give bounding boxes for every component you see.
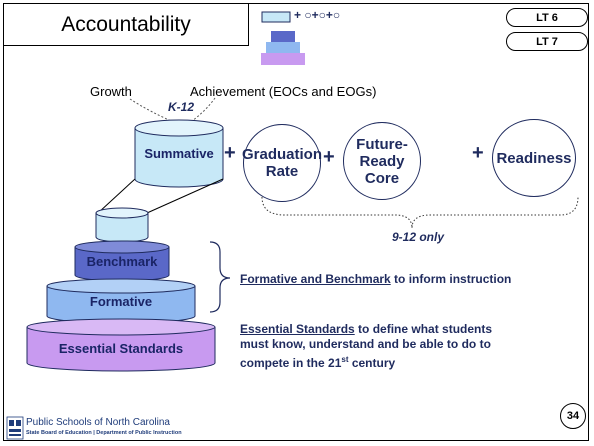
mini-formula: + ○+○+○ <box>294 8 341 22</box>
slide-frame <box>3 3 589 441</box>
essential-description-rest2: must know, understand and be able to do … <box>240 337 491 351</box>
formative-description: Formative and Benchmark to inform instru… <box>240 272 511 287</box>
formative-description-link: Formative and Benchmark <box>240 272 391 286</box>
essential-description-rest1: to define what students <box>354 322 493 336</box>
benchmark-label: Benchmark <box>86 254 158 269</box>
essential-description-sup: st <box>341 355 349 364</box>
footer-org-subtitle: State Board of Education | Department of… <box>26 430 182 436</box>
plus-sign: + <box>472 142 484 164</box>
achievement-label: Achievement (EOCs and EOGs) <box>190 84 377 99</box>
mini-stack-icon <box>261 11 305 65</box>
essential-description-rest3b: century <box>348 356 396 370</box>
readiness-label: Readiness <box>496 149 572 167</box>
formative-label: Formative <box>89 294 153 309</box>
graduation-rate-circle: Graduation Rate <box>242 124 323 202</box>
k12-label: K-12 <box>168 100 195 114</box>
graduation-rate-label: Graduation Rate <box>242 146 323 180</box>
nine-twelve-label: 9-12 only <box>392 230 445 244</box>
page-number: 34 <box>560 403 586 429</box>
learning-target-badge: LT 7 <box>506 32 588 51</box>
summative-label: Summative <box>144 146 214 161</box>
readiness-circle: Readiness <box>492 119 576 197</box>
slide-title: Accountability <box>3 3 249 46</box>
formative-description-rest: to inform instruction <box>390 272 512 286</box>
essential-description: Essential Standards to define what stude… <box>240 322 492 371</box>
future-ready-core-label: Future-Ready Core <box>356 135 408 187</box>
nc-logo-icon <box>6 416 24 440</box>
learning-target-badge: LT 6 <box>506 8 588 27</box>
essential-description-link: Essential Standards <box>240 322 355 336</box>
plus-sign: + <box>323 146 335 168</box>
footer-org-name: Public Schools of North Carolina <box>26 417 170 428</box>
future-ready-core-circle: Future-Ready Core <box>343 122 421 200</box>
growth-label: Growth <box>90 84 132 99</box>
essential-standards-label: Essential Standards <box>58 341 184 356</box>
essential-description-rest3a: compete in the 21 <box>240 356 342 370</box>
plus-sign: + <box>224 142 236 164</box>
